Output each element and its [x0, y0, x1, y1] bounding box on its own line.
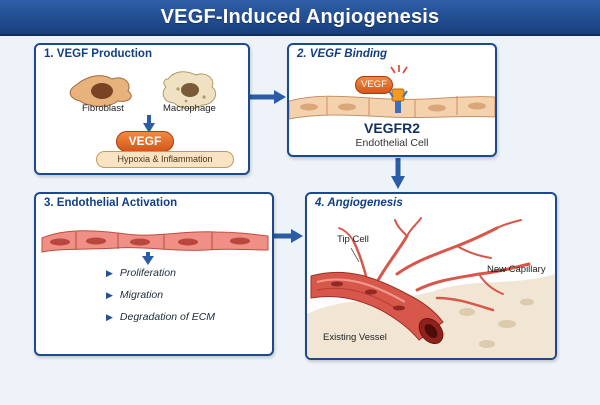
list-item: ▶ Migration	[106, 284, 215, 306]
vegf-badge: VEGF	[355, 76, 393, 94]
panel-angiogenesis: 4. Angiogenesis	[305, 192, 557, 360]
panel-title: 3. Endothelial Activation	[44, 197, 178, 209]
tip-cell-label: Tip Cell	[337, 234, 369, 245]
fibroblast-label: Fibroblast	[82, 103, 124, 114]
step-label: Proliferation	[119, 267, 176, 279]
list-item: ▶ Degradation of ECM	[106, 306, 215, 328]
production-illustration	[69, 71, 217, 133]
arrow-icon	[142, 252, 154, 265]
capillary-sprouts	[338, 217, 531, 312]
panel-title: 1. VEGF Production	[44, 48, 152, 60]
list-item: ▶ Proliferation	[106, 262, 215, 284]
angiogenesis-illustration	[307, 217, 555, 358]
arrow-icon	[273, 229, 303, 243]
activation-steps: ▶ Proliferation ▶ Migration ▶ Degradatio…	[106, 262, 215, 328]
receptor-icon	[388, 88, 408, 113]
new-capillary-label: New Capillary	[487, 264, 546, 275]
title-banner: VEGF-Induced Angiogenesis	[0, 0, 600, 36]
vessel-icon	[310, 271, 444, 345]
arrow-icon	[250, 90, 286, 104]
binding-illustration	[289, 65, 495, 120]
panel-title: 2. VEGF Binding	[297, 48, 388, 60]
panel-title: 4. Angiogenesis	[315, 197, 403, 209]
condition-label: Hypoxia & Inflammation	[96, 151, 234, 168]
panel-endothelial-activation: 3. Endothelial Activation ▶ Proliferatio…	[34, 192, 274, 356]
endothelial-cell-label: Endothelial Cell	[355, 137, 429, 149]
bullet-icon: ▶	[106, 290, 113, 300]
vegf-badge: VEGF	[116, 131, 174, 152]
existing-vessel-label: Existing Vessel	[323, 332, 387, 343]
page-title: VEGF-Induced Angiogenesis	[160, 5, 440, 28]
panel-vegf-production: 1. VEGF Production Fibroblast Macrophage…	[34, 43, 250, 175]
pointer-lines	[350, 247, 508, 273]
arrow-icon	[391, 158, 405, 189]
endothelial-cells-icon	[41, 230, 269, 253]
receptor-label: VEGFR2	[363, 120, 420, 136]
macrophage-label: Macrophage	[163, 103, 216, 114]
bullet-icon: ▶	[106, 268, 113, 278]
step-label: Degradation of ECM	[119, 311, 216, 323]
activation-illustration	[41, 230, 269, 265]
panel-vegf-binding: 2. VEGF Binding VEGF VEGFR2 Endothelial …	[287, 43, 497, 157]
step-label: Migration	[119, 289, 164, 301]
fibroblast-icon	[69, 75, 132, 107]
bullet-icon: ▶	[106, 312, 113, 322]
arrow-icon	[143, 115, 155, 133]
signal-icon	[390, 65, 408, 74]
macrophage-icon	[162, 71, 217, 110]
endothelial-cells-icon	[289, 95, 495, 120]
